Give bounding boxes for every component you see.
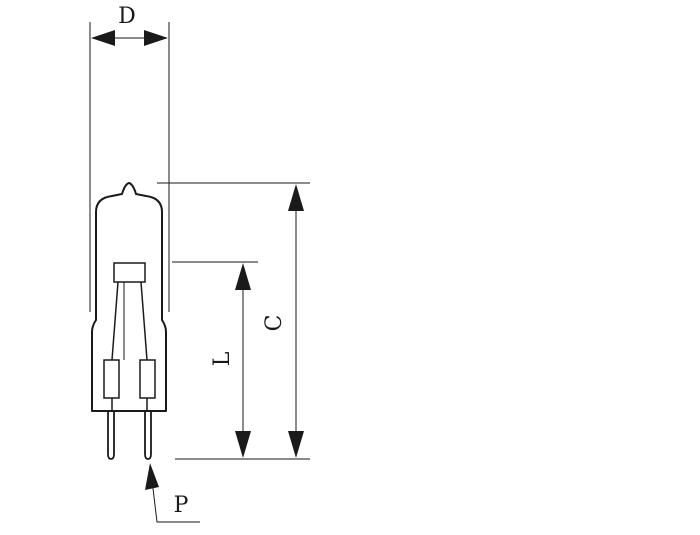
- dimension-l: L: [172, 261, 258, 458]
- p-label: P: [174, 493, 189, 518]
- foil-left: [103, 359, 120, 399]
- dimension-c: C: [157, 182, 310, 460]
- c-label: C: [262, 315, 287, 332]
- d-label: D: [118, 4, 136, 29]
- l-label: L: [210, 351, 235, 366]
- bulb-outline: [91, 182, 167, 412]
- p-leader: [151, 479, 200, 523]
- lead-left: [111, 281, 119, 361]
- pin-left: [107, 410, 115, 460]
- c-arrow-bottom: [288, 431, 304, 458]
- c-arrow-top: [288, 184, 304, 211]
- l-arrow-bottom: [235, 431, 251, 458]
- d-arrow-right: [144, 30, 168, 46]
- lead-right: [140, 281, 148, 361]
- p-arrow: [145, 463, 159, 490]
- d-arrow-left: [91, 30, 115, 46]
- l-arrow-top: [235, 263, 251, 290]
- pin-right: [144, 410, 152, 460]
- foil-right: [139, 359, 156, 399]
- lamp-body: [91, 182, 167, 460]
- filament: [113, 262, 146, 283]
- dimension-p: P: [145, 463, 200, 523]
- dimension-d: D: [89, 4, 170, 312]
